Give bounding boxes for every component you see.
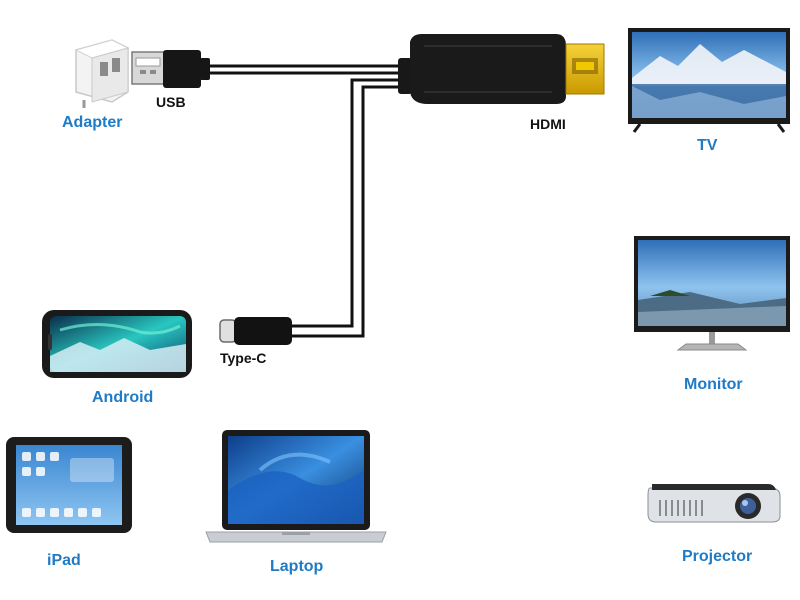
monitor-icon xyxy=(634,236,790,351)
monitor-label: Monitor xyxy=(684,376,743,393)
laptop-icon xyxy=(205,430,387,543)
tablet-icon xyxy=(6,437,132,533)
typec-cable-outer xyxy=(290,78,402,328)
type-c-label: Type-C xyxy=(220,350,267,366)
projector-label: Projector xyxy=(682,548,753,565)
usb-plug-icon xyxy=(131,50,210,88)
smartphone-icon xyxy=(42,310,192,378)
tv-label: TV xyxy=(697,137,718,154)
laptop-label: Laptop xyxy=(270,558,324,575)
hdmi-plug-icon xyxy=(398,34,605,104)
type-c-plug-icon xyxy=(219,317,292,345)
hdmi-label: HDMI xyxy=(530,116,566,132)
usb-label: USB xyxy=(156,94,186,110)
ipad-label: iPad xyxy=(47,552,81,569)
cable-lines xyxy=(206,64,402,338)
android-label: Android xyxy=(92,389,154,406)
adapter-label: Adapter xyxy=(62,114,123,131)
tv-icon xyxy=(628,28,790,133)
typec-cable-inner xyxy=(290,85,402,338)
projector-icon xyxy=(647,484,781,523)
power-adapter-icon xyxy=(74,39,130,108)
